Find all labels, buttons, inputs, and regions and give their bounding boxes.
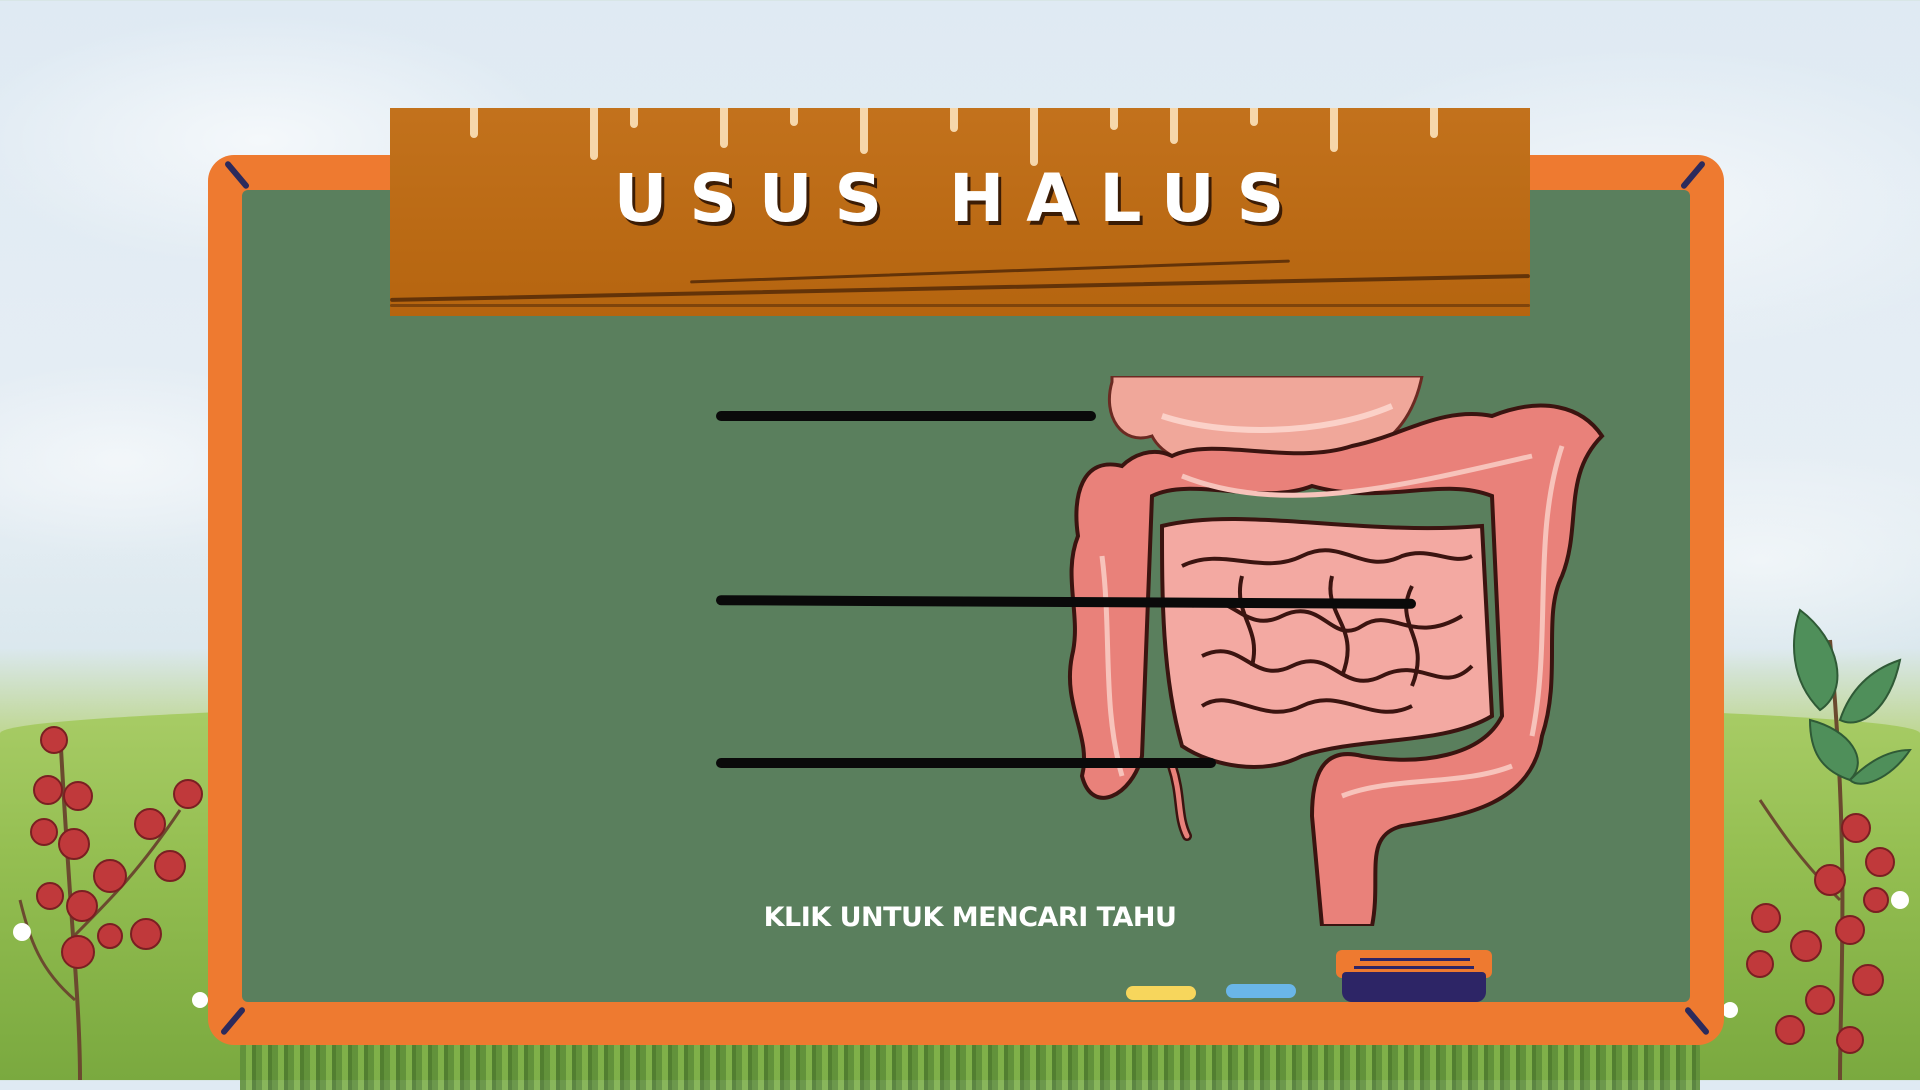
click-to-find-out-link[interactable]: KLIK UNTUK MENCARI TAHU: [763, 902, 1177, 933]
blue-chalk-icon: [1226, 984, 1296, 998]
page-title: USUS HALUS: [613, 160, 1307, 237]
wooden-title-plank: [390, 108, 1530, 316]
pointer-arrow-bottom: [716, 758, 1216, 768]
pointer-arrow-top: [716, 411, 1096, 421]
yellow-chalk-icon: [1126, 986, 1196, 1000]
berry-plant-left-icon: [13, 726, 208, 1080]
berry-plant-right-icon: [1722, 608, 1912, 1080]
small-intestine-illustration[interactable]: [1062, 376, 1632, 926]
